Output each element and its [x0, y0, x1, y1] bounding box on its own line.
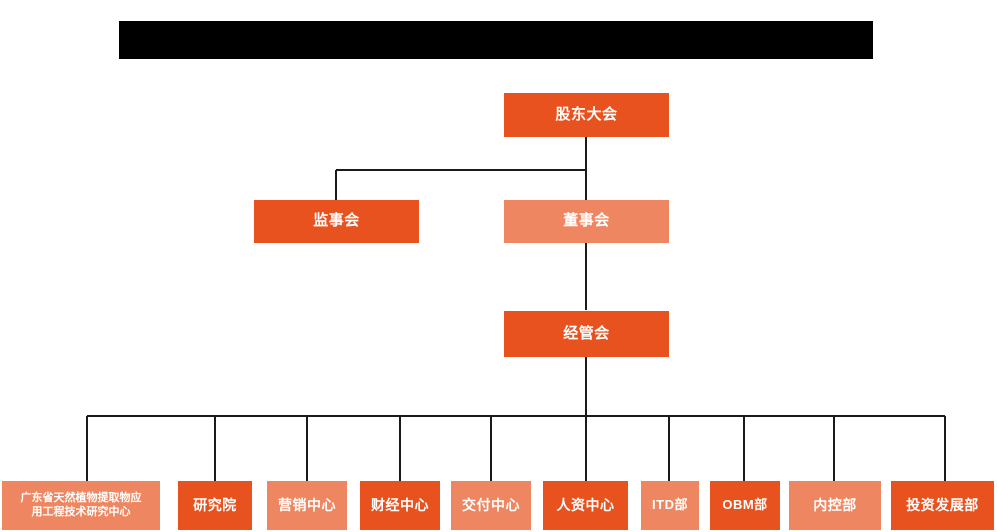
node-management-committee[interactable]: 经管会	[504, 311, 669, 357]
node-department-delivery-center[interactable]: 交付中心	[451, 481, 531, 530]
node-label: 内控部	[813, 496, 857, 513]
node-label: OBM部	[722, 497, 768, 513]
node-label: 交付中心	[462, 496, 520, 513]
node-department-investment-development[interactable]: 投资发展部	[891, 481, 994, 530]
node-label: 研究院	[193, 496, 237, 513]
node-department-research-institute[interactable]: 研究院	[178, 481, 252, 530]
node-label: 财经中心	[371, 496, 429, 513]
node-label: 人资中心	[556, 496, 615, 513]
node-label: 营销中心	[278, 496, 336, 513]
node-board-of-directors[interactable]: 董事会	[504, 200, 669, 243]
node-label: ITD部	[652, 497, 688, 513]
node-department-obm[interactable]: OBM部	[710, 481, 780, 530]
node-department-marketing-center[interactable]: 营销中心	[267, 481, 347, 530]
node-label: 经管会	[563, 324, 610, 342]
node-label: 董事会	[563, 212, 610, 230]
redacted-title-bar	[119, 21, 873, 59]
node-department-itd[interactable]: ITD部	[641, 481, 699, 530]
node-department-guangdong-research-center[interactable]: 广东省天然植物提取物应 用工程技术研究中心	[2, 481, 160, 530]
node-shareholders-meeting[interactable]: 股东大会	[504, 93, 669, 137]
node-department-internal-control[interactable]: 内控部	[789, 481, 881, 530]
node-department-finance-center[interactable]: 财经中心	[360, 481, 440, 530]
node-label: 监事会	[313, 212, 360, 230]
node-board-of-supervisors[interactable]: 监事会	[254, 200, 419, 243]
node-label: 股东大会	[555, 105, 618, 123]
node-label: 投资发展部	[906, 496, 979, 513]
node-label: 广东省天然植物提取物应 用工程技术研究中心	[20, 491, 142, 518]
node-department-hr-center[interactable]: 人资中心	[543, 481, 628, 530]
